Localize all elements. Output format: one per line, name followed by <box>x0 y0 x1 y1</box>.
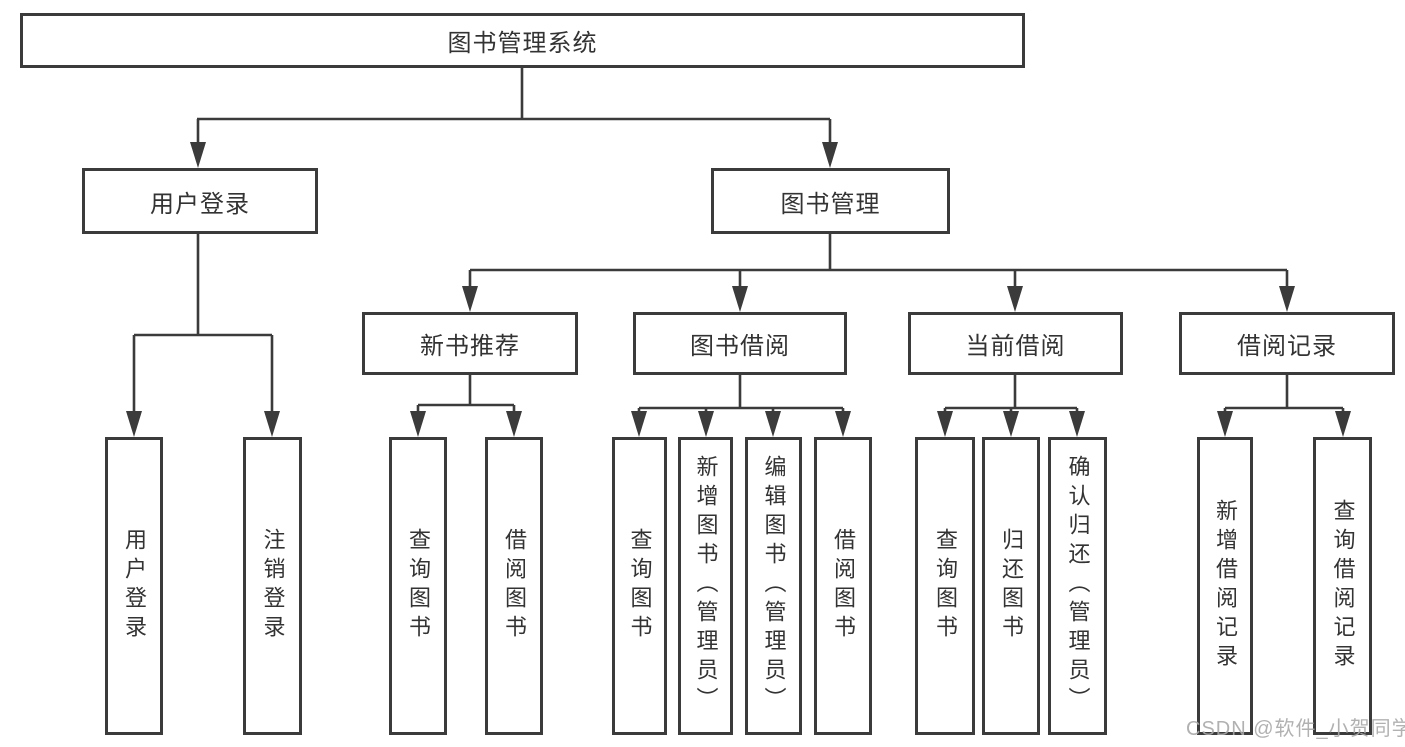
node-new-book-recommend: 新书推荐 <box>362 312 578 375</box>
node-book-borrow: 图书借阅 <box>633 312 847 375</box>
leaf-logout-login-label: 注销登录 <box>260 527 286 645</box>
leaf-query-book-recommend-label: 查询图书 <box>406 527 431 645</box>
leaf-return-book: 归还图书 <box>982 437 1040 735</box>
leaf-borrow-book-recommend-label: 借阅图书 <box>502 527 527 645</box>
leaf-add-book-admin: 新增图书（管理员） <box>678 437 733 735</box>
node-library-system: 图书管理系统 <box>20 13 1025 68</box>
leaf-logout-login: 注销登录 <box>243 437 302 735</box>
leaf-confirm-return-admin: 确认归还（管理员） <box>1048 437 1107 735</box>
leaf-query-borrow-record-label: 查询借阅记录 <box>1330 498 1356 674</box>
node-new-book-recommend-label: 新书推荐 <box>420 333 520 360</box>
leaf-query-borrow-record: 查询借阅记录 <box>1313 437 1372 735</box>
node-book-borrow-label: 图书借阅 <box>690 333 790 360</box>
leaf-query-book-recommend: 查询图书 <box>389 437 447 735</box>
node-user-login-label: 用户登录 <box>150 190 250 218</box>
leaf-edit-book-admin-label: 编辑图书（管理员） <box>761 455 787 717</box>
leaf-edit-book-admin: 编辑图书（管理员） <box>745 437 802 735</box>
leaf-borrow-book-recommend: 借阅图书 <box>485 437 543 735</box>
node-borrow-records: 借阅记录 <box>1179 312 1395 375</box>
leaf-add-borrow-record: 新增借阅记录 <box>1197 437 1253 735</box>
node-user-login: 用户登录 <box>82 168 318 234</box>
node-current-borrow-label: 当前借阅 <box>965 333 1066 360</box>
leaf-user-login: 用户登录 <box>105 437 163 735</box>
leaf-add-book-admin-label: 新增图书（管理员） <box>693 455 719 717</box>
leaf-return-book-label: 归还图书 <box>999 527 1024 645</box>
node-library-system-label: 图书管理系统 <box>447 30 598 57</box>
watermark: CSDN @软件_小贺同学 <box>1186 718 1405 740</box>
leaf-borrow-book: 借阅图书 <box>814 437 872 735</box>
leaf-confirm-return-admin-label: 确认归还（管理员） <box>1065 455 1091 717</box>
node-borrow-records-label: 借阅记录 <box>1237 333 1337 360</box>
leaf-query-book-current: 查询图书 <box>915 437 975 735</box>
node-book-management-label: 图书管理 <box>780 190 881 218</box>
leaf-query-book-borrow-label: 查询图书 <box>627 527 653 645</box>
node-current-borrow: 当前借阅 <box>908 312 1123 375</box>
leaf-query-book-current-label: 查询图书 <box>933 527 958 645</box>
leaf-borrow-book-label: 借阅图书 <box>831 527 856 645</box>
leaf-add-borrow-record-label: 新增借阅记录 <box>1213 498 1238 674</box>
arrowheads <box>126 142 1351 437</box>
leaf-user-login-label: 用户登录 <box>122 527 147 645</box>
node-book-management: 图书管理 <box>711 168 950 234</box>
leaf-query-book-borrow: 查询图书 <box>612 437 667 735</box>
